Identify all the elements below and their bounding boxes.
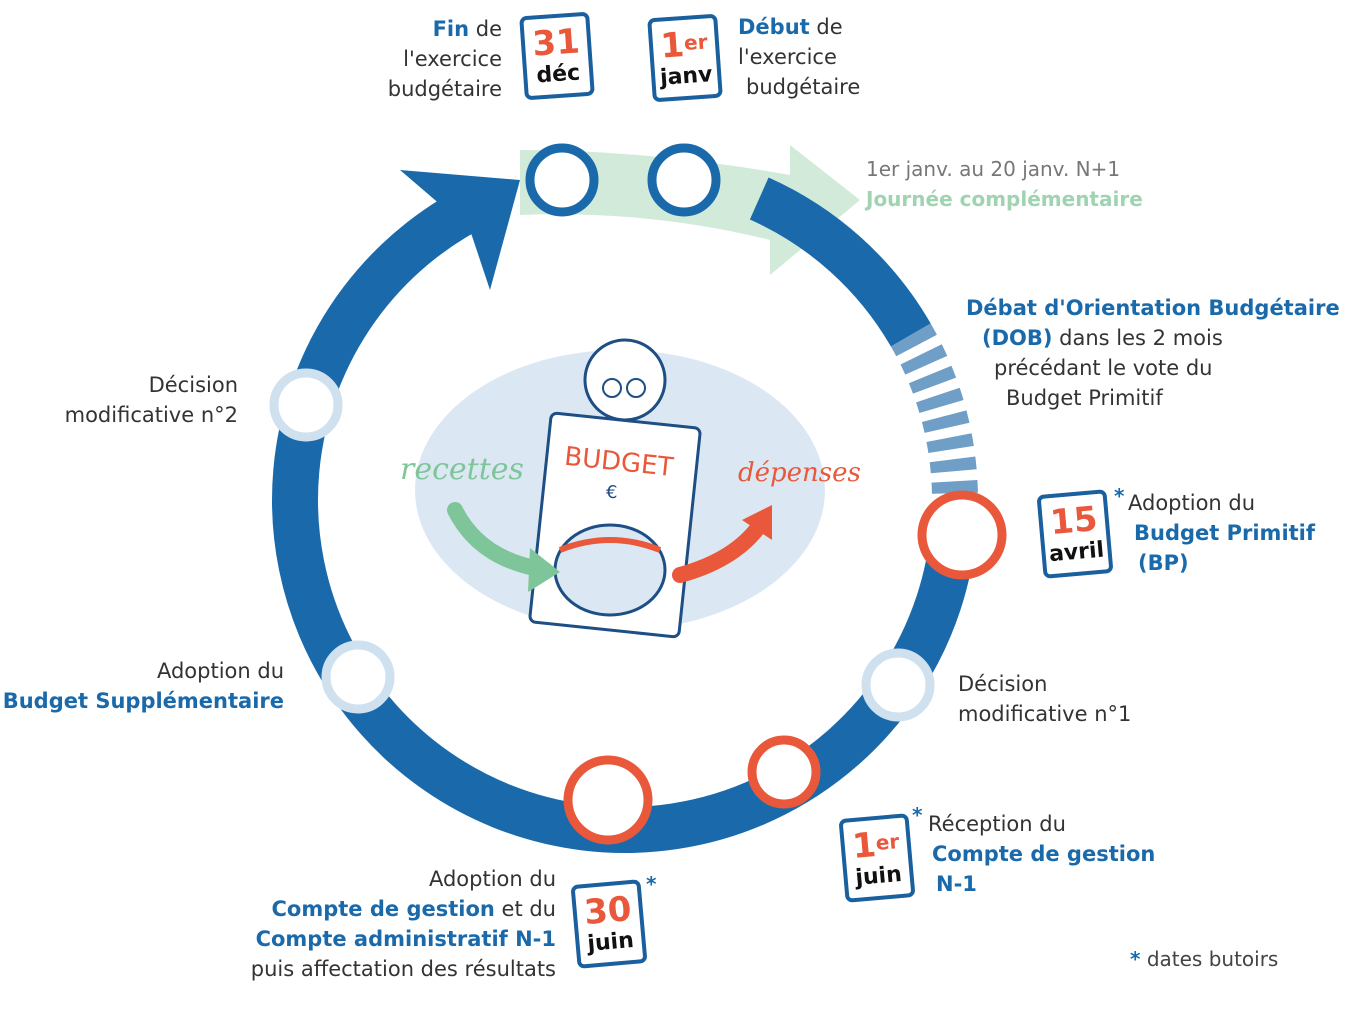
cg-deadline-star: * xyxy=(912,803,923,827)
calendar-31-dec: 31 déc xyxy=(519,11,595,101)
cg-strong3: N-1 xyxy=(936,872,977,896)
ca-label: Adoption du Compte de gestion et du Comp… xyxy=(200,864,556,984)
fin-exercice-label: Fin de l'exercice budgétaire xyxy=(340,14,502,104)
milestone-ca xyxy=(563,755,653,845)
character-head xyxy=(583,338,667,422)
fin-strong: Fin xyxy=(432,17,470,41)
cal-juin1-num: 1 xyxy=(850,825,878,868)
bs-strong2: Budget Supplémentaire xyxy=(2,689,284,713)
cal-juin30-num: 30 xyxy=(582,889,634,934)
debut-exercice-label: Début de l'exercice budgétaire xyxy=(738,12,860,102)
milestone-bp xyxy=(917,490,1007,580)
complementary-title: Journée complémentaire xyxy=(866,187,1143,211)
dob-line4: Budget Primitif xyxy=(1006,386,1163,410)
calendar-1er-janv: 1er janv xyxy=(647,13,723,103)
depenses-arrow-icon xyxy=(672,517,768,583)
footnote: * dates butoirs xyxy=(1130,944,1278,974)
footnote-text: dates butoirs xyxy=(1146,947,1279,971)
bp-strong2: Budget Primitif xyxy=(1134,521,1316,545)
euro-icon: € xyxy=(606,482,617,503)
dm1-line2: modificative n°1 xyxy=(958,702,1132,726)
depenses-arrowhead xyxy=(742,505,772,540)
cal-juin1-month: juin xyxy=(854,861,903,891)
bp-deadline-star: * xyxy=(1114,484,1125,508)
budget-illustration: BUDGET € xyxy=(415,338,825,639)
cal-janv-num-wrap: 1er xyxy=(652,24,716,67)
milestone-31-dec xyxy=(525,143,599,217)
milestone-dm1 xyxy=(861,648,935,722)
cal-juin1-num-wrap: 1er xyxy=(843,823,908,868)
ca-strong2: Compte de gestion xyxy=(271,897,495,921)
fin-rest: de xyxy=(469,17,502,41)
dm2-label: Décision modificative n°2 xyxy=(30,370,238,430)
glasses-left-icon xyxy=(602,378,622,398)
milestone-1er-janv xyxy=(647,143,721,217)
milestone-bs xyxy=(321,640,395,714)
cg-strong2: Compte de gestion xyxy=(932,842,1156,866)
cal-avril-month: avril xyxy=(1048,537,1106,568)
calendar-15-avril: 15 avril xyxy=(1036,489,1114,579)
glasses-right-icon xyxy=(626,378,646,398)
complementary-dates: 1er janv. au 20 janv. N+1 xyxy=(866,157,1121,181)
calendar-30-juin: 30 juin xyxy=(570,879,648,969)
fin-line2: l'exercice xyxy=(403,47,502,71)
cal-janv-month: janv xyxy=(659,62,714,91)
recettes-arrowhead xyxy=(528,548,560,592)
cal-janv-sup: er xyxy=(683,29,709,55)
dob-line3: précédant le vote du xyxy=(994,356,1213,380)
bp-strong3: (BP) xyxy=(1138,551,1189,575)
calendar-1er-juin: 1er juin xyxy=(838,813,916,903)
milestone-cg-reception xyxy=(747,735,821,809)
cg-line1: Réception du xyxy=(928,812,1066,836)
dm2-line1: Décision xyxy=(148,373,238,397)
dob-label: Débat d'Orientation Budgétaire (DOB) dan… xyxy=(966,293,1340,413)
recettes-label: recettes xyxy=(400,452,524,487)
milestone-dm2 xyxy=(269,368,343,442)
dm2-line2: modificative n°2 xyxy=(64,403,238,427)
cal-dec-month: déc xyxy=(535,60,581,89)
dob-strong2: (DOB) xyxy=(982,326,1053,350)
depenses-label: dépenses xyxy=(738,458,861,488)
cal-janv-num: 1 xyxy=(659,25,686,67)
ca-deadline-star: * xyxy=(646,872,657,896)
cg-reception-label: Réception du Compte de gestion N-1 xyxy=(928,809,1155,899)
dob-strong1: Débat d'Orientation Budgétaire xyxy=(966,296,1340,320)
bp-line1: Adoption du xyxy=(1128,491,1256,515)
dm1-line1: Décision xyxy=(958,672,1048,696)
money-bag-band xyxy=(558,537,662,553)
ca-line1: Adoption du xyxy=(428,867,556,891)
ca-strong3: Compte administratif N-1 xyxy=(255,927,556,951)
debut-strong: Début xyxy=(738,15,810,39)
cal-avril-num: 15 xyxy=(1048,499,1100,544)
bs-label: Adoption du Budget Supplémentaire xyxy=(0,656,284,716)
cal-juin30-month: juin xyxy=(586,927,635,957)
fin-line3: budgétaire xyxy=(387,77,502,101)
ring-segment-january xyxy=(749,177,931,347)
dob-rest2: dans les 2 mois xyxy=(1052,326,1223,350)
debut-rest: de xyxy=(809,15,843,39)
dm1-label: Décision modificative n°1 xyxy=(958,669,1131,729)
debut-line2: l'exercice xyxy=(738,45,837,69)
cal-dec-num: 31 xyxy=(531,21,582,65)
ring-segment-main xyxy=(272,180,977,853)
ca-rest2: et du xyxy=(494,897,556,921)
footnote-star: * xyxy=(1130,947,1141,971)
milestone-markers xyxy=(269,143,1007,845)
cycle-arrowhead xyxy=(400,170,520,290)
bs-line1: Adoption du xyxy=(156,659,284,683)
ca-line4: puis affectation des résultats xyxy=(250,957,556,981)
cal-juin1-sup: er xyxy=(874,829,901,856)
debut-line3: budgétaire xyxy=(746,75,861,99)
bp-label: Adoption du Budget Primitif (BP) xyxy=(1128,488,1315,578)
